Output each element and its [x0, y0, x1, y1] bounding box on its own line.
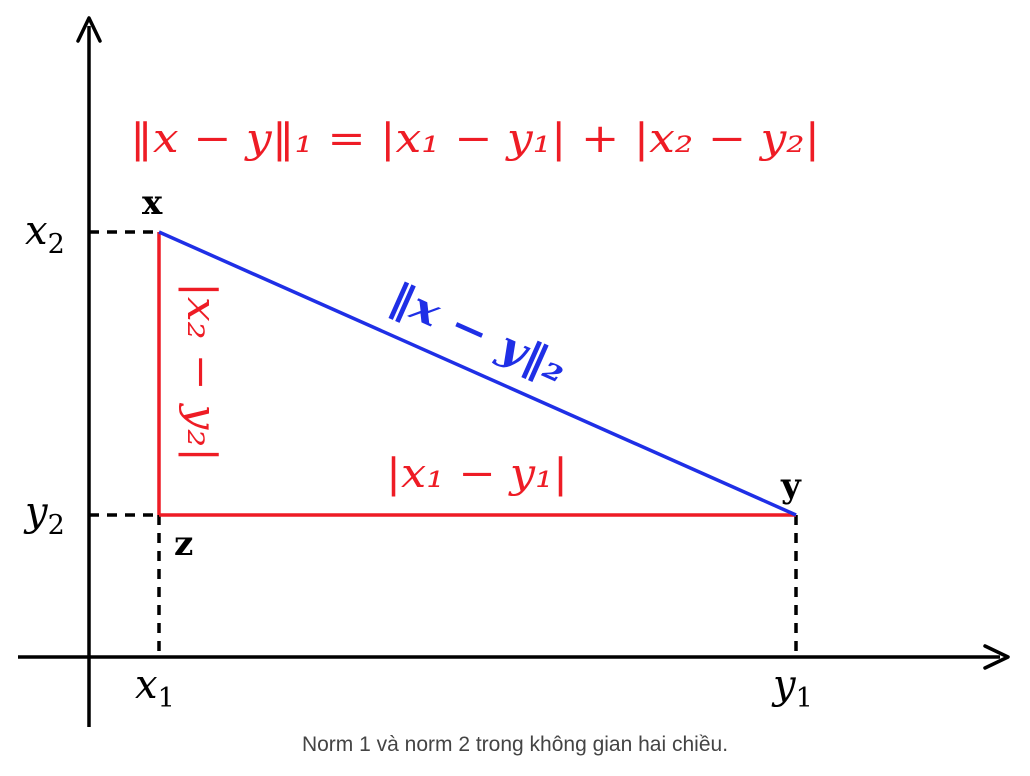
hypotenuse-line	[158, 230, 797, 517]
figure-caption: Norm 1 và norm 2 trong không gian hai ch…	[301, 733, 729, 756]
l1-norm-formula: ‖x − y‖₁ = |x₁ − y₁| + |x₂ − y₂|	[130, 116, 820, 162]
tick-y2: y2	[23, 489, 65, 541]
point-x-label: x	[142, 183, 163, 223]
y-axis-arrow	[76, 16, 102, 43]
point-y-label: y	[780, 466, 802, 506]
horizontal-leg-label: |x₁ − y₁|	[386, 451, 568, 497]
point-z-label: z	[174, 524, 193, 564]
vertical-leg-label: |x₂ − y₂|	[178, 282, 224, 462]
x-axis-arrow	[983, 644, 1010, 670]
norm-diagram: x y z x2 y2 x1 y1 ‖x − y‖₁ = |x₁ − y₁| +…	[18, 16, 1010, 727]
tick-y1: y1	[771, 662, 813, 714]
tick-x2: x2	[25, 208, 65, 260]
tick-x1: x1	[135, 662, 175, 714]
